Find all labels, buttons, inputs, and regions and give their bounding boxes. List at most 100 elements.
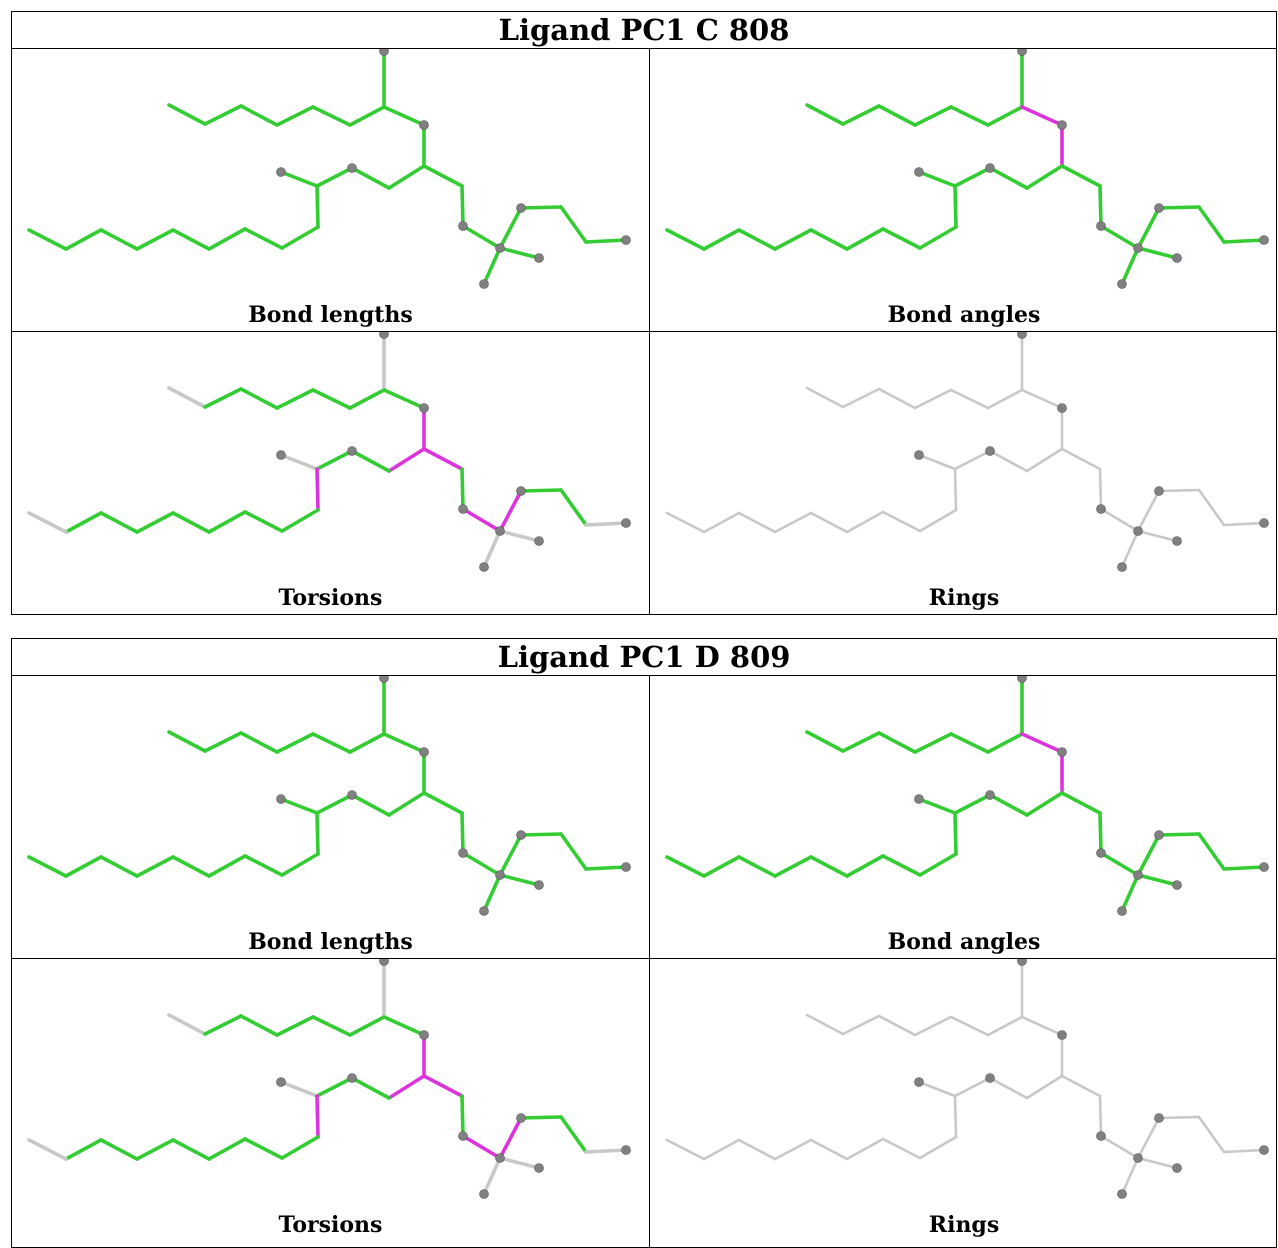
bond-line bbox=[171, 511, 211, 534]
bond-line bbox=[1136, 833, 1161, 877]
bond-line bbox=[841, 387, 881, 409]
bond-line bbox=[167, 730, 207, 753]
cell-caption: Bond lengths bbox=[248, 929, 413, 955]
bond-line bbox=[350, 1076, 391, 1100]
bond-line bbox=[64, 855, 103, 878]
bond-line bbox=[737, 855, 777, 878]
bond-line bbox=[27, 855, 68, 878]
bond-line bbox=[519, 205, 563, 210]
atom-sphere bbox=[516, 486, 526, 496]
bond-line bbox=[203, 731, 243, 753]
bond-line bbox=[239, 731, 279, 754]
bond-line bbox=[702, 228, 741, 251]
cell-caption: Bond angles bbox=[887, 929, 1041, 955]
bond-line bbox=[988, 793, 1029, 817]
bond-line bbox=[1060, 1074, 1102, 1098]
bond-line bbox=[913, 388, 953, 410]
bond-line bbox=[773, 855, 813, 878]
bond-line bbox=[1120, 1156, 1140, 1196]
atom-sphere bbox=[1096, 504, 1106, 514]
cell-caption: Bond lengths bbox=[248, 302, 413, 328]
bond-line bbox=[559, 205, 588, 244]
atom-sphere bbox=[914, 167, 924, 177]
bond-line bbox=[422, 791, 464, 815]
grid-divider bbox=[649, 676, 650, 1247]
bond-line bbox=[350, 793, 391, 817]
bond-line bbox=[1025, 164, 1064, 190]
bond-line bbox=[279, 170, 319, 188]
bond-line bbox=[1222, 865, 1266, 871]
bond-line bbox=[382, 105, 426, 127]
bond-line bbox=[845, 510, 885, 534]
bond-line bbox=[519, 488, 563, 493]
bond-line bbox=[207, 854, 247, 878]
atom-sphere bbox=[516, 830, 526, 840]
bond-line bbox=[559, 488, 588, 527]
bond-line bbox=[498, 1156, 541, 1170]
bond-line bbox=[1120, 529, 1140, 569]
bond-line bbox=[167, 386, 207, 409]
bond-line bbox=[498, 529, 541, 543]
atom-sphere bbox=[534, 253, 544, 263]
bond-line bbox=[1060, 791, 1102, 815]
atom-sphere bbox=[1172, 1163, 1182, 1173]
bond-line bbox=[917, 453, 957, 471]
bond-line bbox=[460, 811, 465, 855]
bond-line bbox=[279, 453, 319, 471]
bond-line bbox=[917, 1080, 957, 1098]
bond-line bbox=[877, 1014, 917, 1037]
molecule-view bbox=[27, 676, 631, 916]
bond-line bbox=[809, 228, 849, 251]
bond-line bbox=[1099, 224, 1140, 250]
bond-line bbox=[1136, 873, 1179, 887]
bond-line bbox=[1020, 732, 1064, 754]
atom-sphere bbox=[1096, 848, 1106, 858]
bond-line bbox=[1099, 851, 1140, 877]
panel-grid: Bond lengths Bond angles Torsions Rings bbox=[12, 49, 1276, 614]
bond-line bbox=[387, 164, 426, 190]
cell-caption: Torsions bbox=[278, 585, 383, 611]
bond-line bbox=[207, 510, 247, 534]
bond-line bbox=[482, 246, 502, 286]
atom-sphere bbox=[1017, 959, 1027, 966]
bond-line bbox=[918, 1135, 958, 1160]
bond-line bbox=[519, 832, 563, 837]
bond-line bbox=[1098, 811, 1103, 855]
bond-line bbox=[1025, 447, 1064, 473]
atom-sphere bbox=[1259, 1145, 1269, 1155]
bond-line bbox=[988, 449, 1029, 473]
cell-bond-angles: Bond angles bbox=[650, 676, 1278, 958]
bond-line bbox=[805, 386, 845, 409]
bond-line bbox=[986, 1015, 1024, 1037]
bond-line bbox=[275, 105, 315, 127]
atom-sphere bbox=[1259, 518, 1269, 528]
cell-caption: Bond angles bbox=[887, 302, 1041, 328]
cell-torsions: Torsions bbox=[12, 332, 649, 614]
bond-line bbox=[498, 873, 541, 887]
bond-line bbox=[207, 1137, 247, 1161]
atom-sphere bbox=[379, 332, 389, 339]
bond-line bbox=[737, 228, 777, 251]
atom-sphere bbox=[1096, 221, 1106, 231]
bond-line bbox=[1020, 1015, 1064, 1037]
bond-line bbox=[382, 388, 426, 410]
bond-line bbox=[519, 1115, 563, 1120]
bond-line bbox=[64, 228, 103, 251]
bond-line bbox=[953, 449, 992, 471]
panel-grid: Bond lengths Bond angles Torsions Rings bbox=[12, 676, 1276, 1247]
bond-line bbox=[918, 508, 958, 533]
bond-line bbox=[988, 1076, 1029, 1100]
bond-line bbox=[1157, 205, 1201, 210]
bond-line bbox=[382, 1015, 426, 1037]
bond-line bbox=[953, 184, 958, 229]
bond-line bbox=[280, 508, 320, 533]
bond-line bbox=[239, 1014, 279, 1037]
bond-line bbox=[350, 166, 391, 190]
bond-line bbox=[279, 1080, 319, 1098]
bond-line bbox=[1099, 1134, 1140, 1160]
bond-line bbox=[461, 1134, 502, 1160]
bond-line bbox=[315, 811, 320, 856]
atom-sphere bbox=[1259, 862, 1269, 872]
bond-line bbox=[702, 511, 741, 534]
bond-line bbox=[171, 855, 211, 878]
